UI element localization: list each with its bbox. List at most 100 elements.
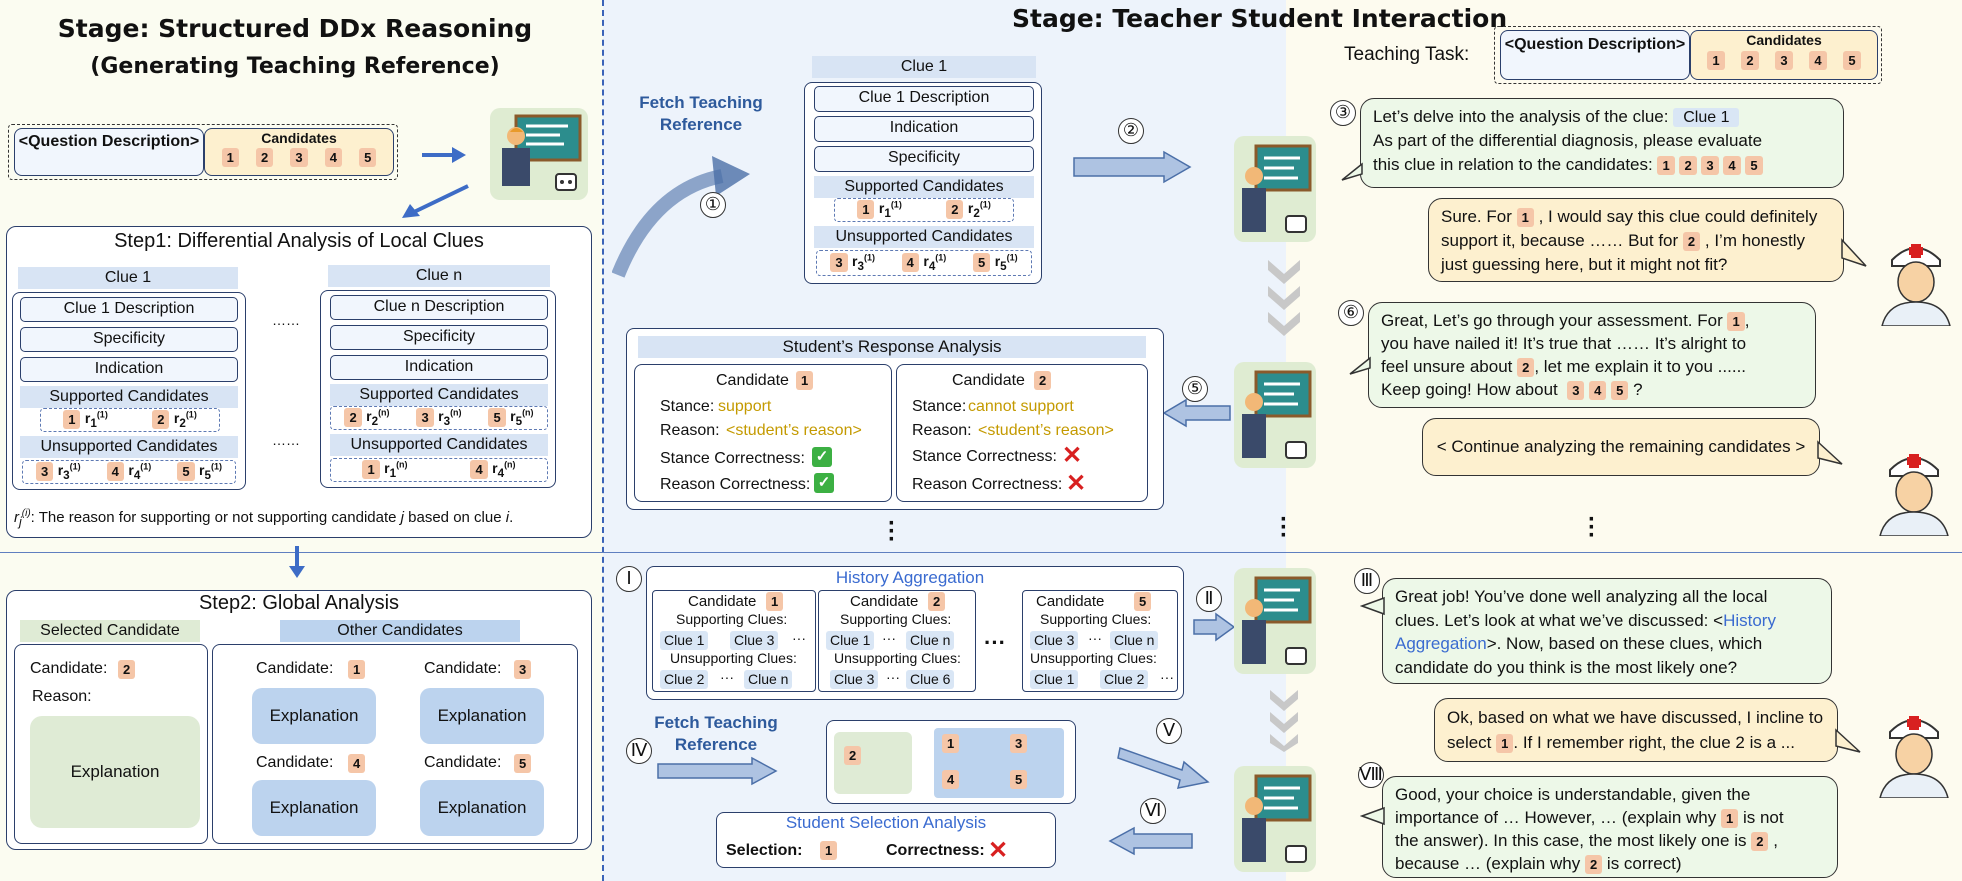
message-text: select: [1447, 733, 1492, 752]
message-text: Great, Let’s go through your assessment.…: [1381, 311, 1723, 330]
other-candidate-label: Candidate:: [424, 660, 502, 677]
other-candidate-label: Candidate:: [256, 754, 334, 771]
supporting-clues-label: Supporting Clues:: [840, 611, 952, 627]
candidate-badge: 1: [942, 734, 960, 753]
step-V-marker: Ⅴ: [1156, 718, 1182, 744]
fetch-teaching-reference-label: Fetch Teaching Reference: [639, 93, 763, 134]
supporting-clues-label: Supporting Clues:: [1040, 611, 1152, 627]
question-description-box: <Question Description>: [14, 128, 204, 176]
teacher-robot-icon: [490, 108, 588, 200]
candidate-badge: 2: [1741, 51, 1759, 70]
candidates-box: Candidates 1 2 3 4 5: [204, 128, 394, 176]
bubble-tail-icon: [1349, 356, 1371, 375]
selection-label: Selection:: [726, 842, 803, 859]
continue-message: < Continue analyzing the remaining candi…: [1422, 418, 1820, 476]
message-text: Ok, based on what we have discussed, I i…: [1447, 708, 1824, 727]
doctor-avatar-icon: [1878, 236, 1954, 327]
cluen-header: Clue n: [328, 265, 550, 287]
doctor-avatar-icon: [1876, 446, 1952, 537]
message-text: Sure. For: [1441, 207, 1512, 226]
candidate-badge: 3: [290, 148, 308, 167]
clue-pill: Clue n: [744, 670, 793, 689]
teaching-task-label: Teaching Task:: [1344, 44, 1470, 65]
cross-icon: ✕: [1062, 442, 1083, 469]
curved-arrow-icon: [612, 156, 750, 278]
explanation-box: Explanation: [252, 780, 376, 836]
unsupporting-clues-label: Unsupporting Clues:: [1030, 650, 1157, 666]
clue-pill: Clue 3: [830, 670, 879, 689]
doctor-avatar-icon: [1876, 708, 1952, 799]
history-aggregation-link[interactable]: Aggregation: [1395, 634, 1487, 653]
message-text: support it, because …… But for: [1441, 231, 1679, 250]
message-text: just guessing here, but it might not fit…: [1441, 255, 1728, 274]
vertical-ellipsis: ···: [1280, 506, 1288, 549]
arrow-right-icon: [1073, 150, 1192, 184]
step2-title: Step2: Global Analysis: [198, 592, 400, 614]
message-text: As part of the differential diagnosis, p…: [1373, 131, 1763, 150]
left-subtitle: (Generating Teaching Reference): [90, 54, 500, 79]
arrow-down-right-icon: [1117, 747, 1210, 789]
selected-reason-label: Reason:: [32, 688, 92, 705]
clue-pill: Clue 1: [1673, 108, 1740, 127]
mid-supported-label: Supported Candidates: [814, 176, 1034, 198]
history-aggregation-link[interactable]: History: [1723, 610, 1776, 630]
candidate-badge: 5: [1843, 51, 1861, 70]
candidates-list: 1 2 3 4 5: [205, 147, 393, 168]
cross-icon: ✕: [988, 837, 1009, 864]
message-text: candidate do you think is the most likel…: [1395, 657, 1738, 677]
reason-label: Reason:: [660, 422, 720, 439]
question-description-box: <Question Description>: [1500, 30, 1690, 80]
cluen-supported-label: Supported Candidates: [330, 384, 548, 406]
candidate-badge: 2: [255, 148, 274, 167]
reason-label: Reason:: [912, 422, 972, 439]
candidate-badge: 3: [1775, 51, 1793, 70]
selection-analysis-card: [716, 812, 1056, 868]
message-text: ?: [1633, 380, 1643, 399]
candidate-badge: 5: [359, 148, 377, 167]
clue1-unsupported-label: Unsupported Candidates: [20, 436, 238, 458]
message-text: Let’s delve into the analysis of the clu…: [1373, 107, 1669, 126]
other-candidate-label: Candidate:: [256, 660, 334, 677]
bubble-tail-icon: [1360, 596, 1385, 616]
candidate-badge: 1: [221, 148, 239, 167]
message-text: Keep going! How about: [1381, 380, 1558, 399]
chevrons-down-icon: [1268, 260, 1300, 336]
cluen-specificity: Specificity: [330, 325, 548, 350]
candidate-badge: 5: [514, 754, 532, 773]
response-candidate-1: [634, 364, 892, 502]
explanation-box: Explanation: [420, 688, 544, 744]
reason-value: <student’s reason>: [726, 422, 862, 439]
check-icon: ✓: [812, 447, 832, 467]
message-text: , I’m honestly: [1704, 231, 1806, 250]
step-1-marker: ①: [700, 192, 726, 218]
candidate-label: Candidate: [1036, 593, 1105, 610]
clue-pill: Clue 1: [826, 631, 875, 650]
message-text: importance of … However, … (explain why: [1395, 808, 1717, 827]
clue-pill: Clue n: [906, 631, 955, 650]
ellipsis-text: ···: [720, 669, 734, 685]
teacher-robot-icon: [1234, 568, 1316, 674]
message-text: is correct): [1606, 854, 1682, 873]
horizontal-divider: [0, 552, 1962, 553]
cross-icon: ✕: [1066, 470, 1087, 497]
stance-value: cannot support: [968, 398, 1074, 415]
step-3-marker: ③: [1330, 100, 1356, 126]
fetch-teaching-reference-label: Fetch Teaching Reference: [654, 713, 778, 754]
clue-pill: Clue 3: [1030, 631, 1079, 650]
step-I-marker: Ⅰ: [616, 566, 642, 592]
clue-pill: Clue 1: [1030, 670, 1079, 689]
reason-correctness-label: Reason Correctness:: [912, 476, 1063, 493]
cluen-indication: Indication: [330, 355, 548, 380]
message-text: is not: [1742, 808, 1784, 827]
clue-pill: Clue 3: [730, 631, 779, 650]
candidates-label: Candidates: [1746, 32, 1822, 48]
ellipsis-text: ···: [882, 630, 896, 646]
mid-unsupported-list: 3 r3(1) 4 r4(1) 5 r5(1): [816, 250, 1032, 276]
step-2-marker: ②: [1118, 118, 1144, 144]
mid-clue-indication: Indication: [814, 116, 1034, 142]
step1-footnote: rj(i): The reason for supporting or not …: [14, 508, 514, 529]
arrow-right-icon: [1193, 612, 1236, 642]
vertical-divider: [602, 0, 604, 881]
check-icon: ✓: [814, 473, 834, 493]
clue1-specificity: Specificity: [20, 327, 238, 352]
